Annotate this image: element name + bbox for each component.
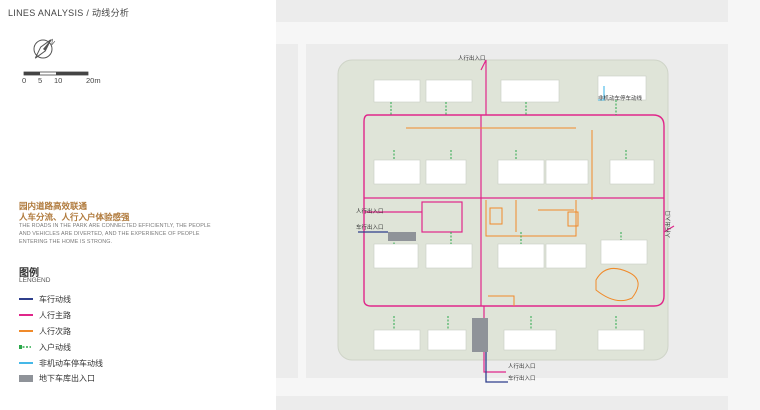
- label-ped-left: 人行出入口: [356, 207, 384, 215]
- legend-swatch-vehicle: [19, 298, 33, 300]
- legend-subtitle: LENGEND: [19, 277, 51, 284]
- legend-label-garage: 地下车库出入口: [39, 373, 95, 383]
- north-arrow-icon: N: [33, 38, 56, 59]
- legend-item-bike: 非机动车停车动线: [19, 357, 103, 369]
- label-bike: 非机动车停车动线: [598, 94, 643, 102]
- site-plan-map: 人行出入口 非机动车停车动线 人行出入口 车行出入口 人行出入口 人行出入口 车…: [276, 0, 760, 410]
- intro-description-3: ENTERING THE HOME IS STRONG.: [19, 239, 113, 245]
- legend-item-garage: 地下车库出入口: [19, 372, 95, 384]
- page-title: LINES ANALYSIS / 动线分析: [8, 8, 130, 18]
- legend-item-entry: 入户动线: [19, 341, 71, 353]
- legend-item-main-ped: 人行主路: [19, 309, 71, 321]
- intro-heading-2: 人车分流、人行入户体验感强: [19, 212, 130, 222]
- legend-label-vehicle: 车行动线: [39, 294, 71, 304]
- legend-swatch-bike: [19, 362, 33, 364]
- legend-label-main-ped: 人行主路: [39, 310, 71, 320]
- intro-heading-1: 园内道路高效联通: [19, 201, 88, 211]
- legend-swatch-main-ped: [19, 314, 33, 316]
- svg-text:N: N: [47, 38, 55, 47]
- label-ped-top: 人行出入口: [458, 54, 486, 62]
- legend-label-secondary-ped: 人行次路: [39, 326, 71, 336]
- intro-description-2: AND VEHICLES ARE DIVERTED, AND THE EXPER…: [19, 231, 200, 237]
- legend-item-vehicle: 车行动线: [19, 293, 71, 305]
- legend-swatch-secondary-ped: [19, 330, 33, 332]
- site-plan-svg: 人行出入口 非机动车停车动线 人行出入口 车行出入口 人行出入口 人行出入口 车…: [276, 0, 760, 410]
- legend-title: 图例: [19, 268, 39, 279]
- scale-label-10: 10: [54, 76, 63, 85]
- intro-description-1: THE ROADS IN THE PARK ARE CONNECTED EFFI…: [19, 223, 211, 229]
- scale-label-5: 5: [38, 76, 43, 85]
- legend-swatch-entry: [19, 345, 31, 349]
- legend-label-entry: 入户动线: [39, 342, 71, 352]
- scale-bar: [23, 71, 89, 76]
- legend-label-bike: 非机动车停车动线: [39, 358, 103, 368]
- label-ped-bottom: 人行出入口: [508, 362, 536, 370]
- legend-item-secondary-ped: 人行次路: [19, 325, 71, 337]
- legend-swatch-garage: [19, 374, 33, 382]
- scale-label-0: 0: [22, 76, 27, 85]
- scale-label-20: 20m: [86, 76, 101, 85]
- label-car-bottom: 车行出入口: [508, 374, 536, 382]
- label-ped-right: 人行出入口: [664, 210, 672, 238]
- label-car-left: 车行出入口: [356, 223, 384, 231]
